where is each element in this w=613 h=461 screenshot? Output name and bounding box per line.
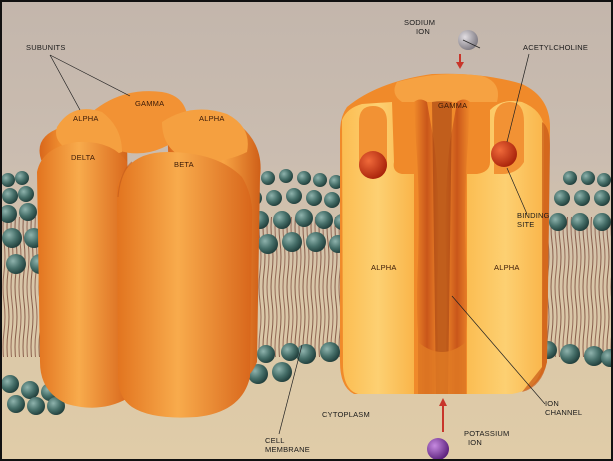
label-cell-membrane-2: MEMBRANE [265, 445, 310, 454]
label-potassium-ion-2: ION [468, 438, 482, 447]
label-sodium-ion-1: SODIUM [404, 18, 435, 27]
label-ion-channel-1: ION [545, 399, 559, 408]
label-subunits: SUBUNITS [26, 43, 66, 52]
acetylcholine-molecule-right [491, 141, 517, 167]
label-gamma-right: GAMMA [438, 101, 467, 110]
label-alpha-right-1: ALPHA [371, 263, 397, 272]
intact-receptor [37, 91, 261, 417]
label-sodium-ion-2: ION [416, 27, 430, 36]
cutaway-receptor [340, 74, 550, 394]
label-potassium-ion-1: POTASSIUM [464, 429, 509, 438]
label-delta: DELTA [71, 153, 95, 162]
label-binding-site-2: SITE [517, 220, 534, 229]
sodium-ion [458, 30, 478, 50]
label-cytoplasm: CYTOPLASM [322, 410, 370, 419]
acetylcholine-molecule-left [359, 151, 387, 179]
label-acetylcholine: ACETYLCHOLINE [523, 43, 588, 52]
potassium-ion [427, 438, 449, 459]
label-cell-membrane-1: CELL [265, 436, 285, 445]
label-beta: BETA [174, 160, 194, 169]
label-alpha-left-1: ALPHA [73, 114, 99, 123]
label-ion-channel-2: CHANNEL [545, 408, 582, 417]
label-alpha-left-2: ALPHA [199, 114, 225, 123]
label-binding-site-1: BINDING [517, 211, 550, 220]
label-gamma-left: GAMMA [135, 99, 164, 108]
label-alpha-right-2: ALPHA [494, 263, 520, 272]
